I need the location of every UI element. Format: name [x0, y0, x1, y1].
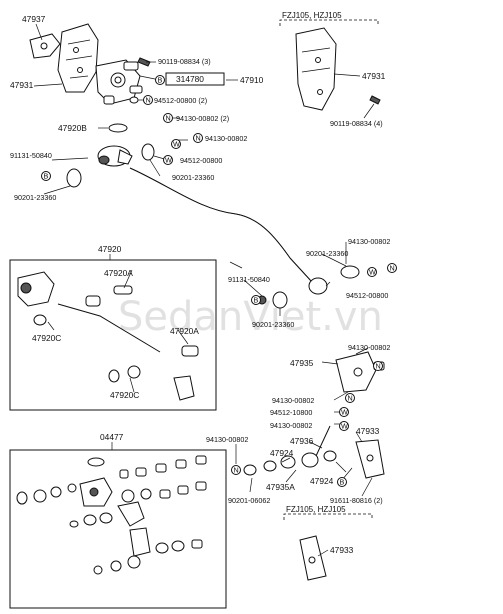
bracket-47937-drawing	[29, 33, 61, 59]
label-47924-a: 47924	[270, 448, 294, 458]
label-94130-b: 94130-00802	[348, 237, 390, 246]
bolt-90119-right-drawing	[369, 95, 381, 105]
variant-header-top: FZJ105, HZJ105	[282, 11, 342, 20]
bracket-47933-drawing	[355, 439, 385, 479]
washer-90201-drawing	[141, 143, 155, 161]
box-assembly-47920	[9, 259, 217, 411]
pipe-drawing	[129, 167, 313, 283]
label-47920c-1: 47920C	[32, 333, 61, 343]
callout-n-3: N	[196, 134, 201, 143]
part-labels: 47937 47931 90119-08834 (3) 314780 47910…	[10, 14, 390, 555]
variant-bracket-top	[279, 19, 379, 26]
box-label-47920: 47920	[98, 244, 122, 254]
valve-47910-drawing	[95, 59, 143, 105]
callout-w-2: W	[165, 156, 172, 165]
label-47924-b: 47924	[310, 476, 334, 486]
label-91611-2: 91611-80816 (2)	[330, 496, 383, 505]
label-94130-d: 94130-00802	[272, 396, 314, 405]
callout-w-4: W	[341, 408, 348, 417]
kit-04477-drawing	[16, 455, 207, 575]
label-47933-b: 47933	[330, 545, 354, 555]
label-47935: 47935	[290, 358, 314, 368]
washer-90201-b-drawing	[66, 168, 82, 188]
label-94512-a: 94512-00800	[180, 156, 222, 165]
label-91131-a: 91131-50840	[10, 151, 52, 160]
label-47920c-2: 47920C	[110, 390, 139, 400]
callout-w-1: W	[173, 140, 180, 149]
label-47933-a: 47933	[356, 426, 380, 436]
callout-n-1: N	[146, 96, 151, 105]
callout-n-7: N	[234, 466, 239, 475]
variant-header-bottom: FZJ105, HZJ105	[286, 505, 346, 514]
callout-b-2: B	[44, 172, 49, 181]
label-47910: 47910	[240, 75, 264, 85]
label-94512-2: 94512-00800 (2)	[154, 96, 207, 105]
label-94512-b: 94512-00800	[346, 291, 388, 300]
label-94130-e: 94130-00802	[270, 421, 312, 430]
assembly-47920-drawing	[17, 271, 199, 401]
label-47931-left: 47931	[10, 80, 34, 90]
label-90201-d: 90201-23360	[252, 320, 294, 329]
bracket-47931-drawing	[57, 23, 99, 93]
label-90201-b: 90201-23360	[14, 193, 56, 202]
bolt-90119-drawing	[137, 57, 151, 67]
label-47920b: 47920B	[58, 123, 87, 133]
callout-w-3: W	[369, 268, 376, 277]
cylinder-47920b-drawing	[97, 145, 133, 167]
label-314780: 314780	[176, 74, 204, 84]
label-90201-a: 90201-23360	[172, 173, 214, 182]
callout-n-6: N	[348, 394, 353, 403]
label-90119-3: 90119-08834 (3)	[158, 57, 211, 66]
label-94130-c: 94130-00802	[348, 343, 390, 352]
callout-b-3: B	[254, 296, 259, 305]
label-47936: 47936	[290, 436, 314, 446]
label-94130-a: 94130-00802	[205, 134, 247, 143]
callout-n-4: N	[390, 264, 395, 273]
bracket-47931-right-drawing	[295, 27, 337, 111]
box-label-04477: 04477	[100, 432, 124, 442]
callout-letters: B N N N W B W N W B N N W W N B	[41, 75, 397, 487]
label-box-314780	[165, 72, 225, 86]
lever-47935-drawing	[335, 351, 385, 393]
rod-47936-drawing	[243, 425, 337, 476]
callout-b-1: B	[158, 76, 163, 85]
callout-n-5: N	[376, 362, 381, 371]
label-47935a: 47935A	[266, 482, 295, 492]
label-90201-e: 90201-06062	[228, 496, 270, 505]
box-kit-04477	[9, 449, 227, 609]
callout-w-5: W	[341, 422, 348, 431]
leader-lines	[33, 23, 375, 557]
label-47937: 47937	[22, 14, 46, 24]
variant-bracket-bottom	[283, 513, 373, 520]
callout-b-4: B	[340, 478, 345, 487]
label-94130-f: 94130-00802	[206, 435, 248, 444]
label-47920a-2: 47920A	[170, 326, 199, 336]
bracket-47933-bottom-drawing	[299, 535, 327, 581]
label-90119-4: 90119-08834 (4)	[330, 119, 383, 128]
label-90201-c: 90201-23360	[306, 249, 348, 258]
label-94130-2: 94130-00802 (2)	[176, 114, 229, 123]
callout-n-2: N	[166, 114, 171, 123]
label-47931-right: 47931	[362, 71, 386, 81]
watermark: SedanViet.vn	[118, 294, 383, 340]
label-94512-c: 94512-10800	[270, 408, 312, 417]
label-91131-b: 91131-50840	[228, 275, 270, 284]
label-47920a-1: 47920A	[104, 268, 133, 278]
